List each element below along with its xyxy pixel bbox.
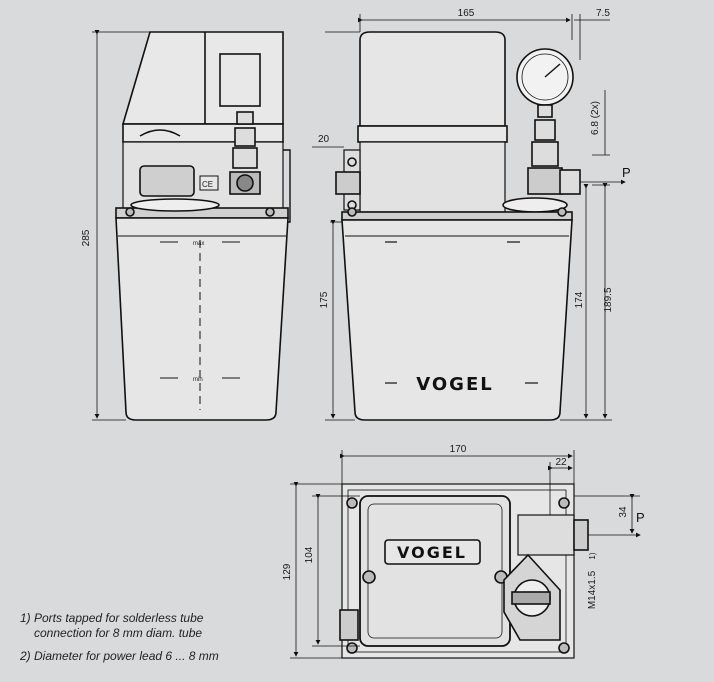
dim-175: 175 [319, 291, 330, 308]
ce-mark: CE [202, 180, 213, 189]
brand-logo-front: VOGEL [416, 374, 493, 395]
top-dim-lines [290, 450, 641, 659]
footnote-2: 2) Diameter for power lead 6 ... 8 mm [20, 649, 219, 663]
brand-logo-top: VOGEL [397, 543, 467, 562]
footnote-1-line-1: 1) Ports tapped for solderless tube [20, 611, 204, 625]
dim-104: 104 [304, 546, 315, 563]
thread-size: M14x1.5 [587, 570, 598, 609]
dim-34: 34 [618, 506, 629, 518]
pressure-port-label-front: P [622, 165, 631, 180]
dim-189-5: 189.5 [603, 287, 614, 312]
dim-7-5: 7.5 [596, 8, 610, 19]
footnote-1: 1) Ports tapped for solderless tube conn… [20, 611, 203, 641]
dim-285: 285 [81, 229, 92, 246]
dim-22: 22 [555, 457, 567, 468]
dim-285-lines [92, 30, 150, 421]
top-view [339, 483, 589, 659]
level-max-label: max [193, 241, 204, 247]
dim-170: 170 [450, 444, 467, 455]
dim-129: 129 [282, 563, 293, 580]
footnote-1-line-2: connection for 8 mm diam. tube [34, 626, 203, 640]
dim-165: 165 [458, 8, 475, 19]
pressure-port-label-top: P [636, 510, 645, 525]
dim-20: 20 [318, 134, 330, 145]
side-view [115, 31, 291, 421]
level-min-label: min [193, 377, 203, 383]
thread-footnote-ref: 1) [588, 552, 597, 559]
dim-174: 174 [574, 291, 585, 308]
front-view [335, 31, 581, 421]
dim-6-8: 6.8 (2x) [590, 101, 601, 135]
front-dim-lines [312, 14, 626, 421]
